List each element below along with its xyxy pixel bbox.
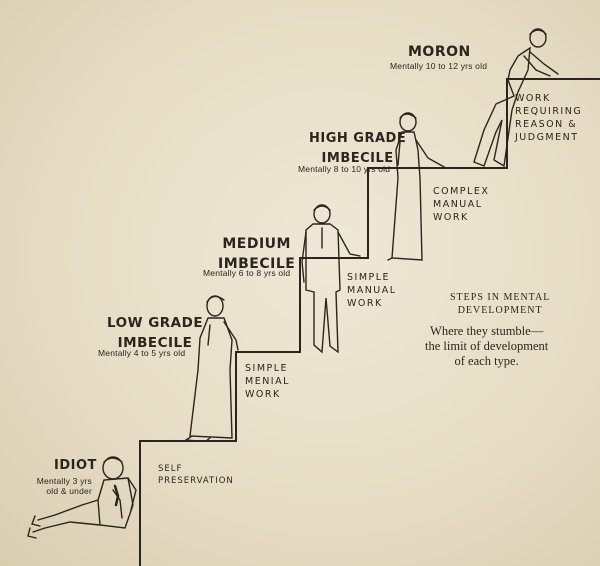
work-line: SIMPLE	[245, 363, 289, 374]
level-title-high-grade-imbecile: HIGH GRADE IMBECILE	[309, 129, 406, 169]
work-line: MANUAL	[433, 199, 483, 210]
staircase	[139, 78, 600, 566]
caption-heading-line-2: DEVELOPMENT	[457, 305, 543, 316]
level-title-line-2: IMBECILE	[117, 335, 193, 351]
caption-heading: STEPS IN MENTAL DEVELOPMENT	[450, 291, 550, 317]
work-line: WORK	[433, 212, 469, 223]
low-grade-imbecile-figure	[183, 295, 239, 442]
caption-heading-line-1: STEPS IN MENTAL	[450, 292, 551, 303]
level-title-line-2: IMBECILE	[218, 256, 296, 272]
moron-figure	[473, 28, 559, 168]
work-line: MANUAL	[347, 285, 397, 296]
caption-body-line-2: the limit of development	[425, 339, 549, 353]
level-title-line-2: IMBECILE	[321, 151, 394, 166]
level-mental-age-medium-imbecile: Mentally 6 to 8 yrs old	[203, 268, 291, 278]
work-line: COMPLEX	[433, 186, 490, 197]
level-title-idiot: IDIOT	[54, 458, 97, 473]
level-title-low-grade-imbecile: LOW GRADE IMBECILE	[107, 313, 203, 353]
work-line: REQUIRING	[515, 106, 583, 117]
level-title-moron: MORON	[408, 44, 471, 60]
work-line: MENIAL	[245, 376, 290, 387]
level-mental-age-high-grade-imbecile: Mentally 8 to 10 yrs old	[298, 164, 391, 174]
work-line: WORK	[245, 389, 281, 400]
work-label-moron: WORK REQUIRING REASON & JUDGMENT	[515, 92, 582, 144]
work-label-medium-imbecile: SIMPLE MANUAL WORK	[347, 271, 397, 310]
level-title-line-1: LOW GRADE	[107, 315, 204, 331]
work-line: WORK	[347, 298, 383, 309]
work-line: JUDGMENT	[515, 132, 579, 143]
work-line: PRESERVATION	[158, 476, 234, 486]
work-line: WORK	[515, 93, 551, 104]
caption-body: Where they stumble— the limit of develop…	[425, 324, 548, 369]
medium-imbecile-figure	[301, 204, 361, 354]
work-line: SIMPLE	[347, 272, 391, 283]
work-line: SELF	[158, 464, 183, 474]
idiot-figure	[27, 456, 137, 539]
high-grade-imbecile-figure	[387, 112, 447, 261]
level-mental-age-idiot: Mentally 3 yrs old & under	[36, 476, 92, 496]
level-title-medium-imbecile: MEDIUM IMBECILE	[218, 234, 295, 274]
work-line: REASON &	[515, 119, 578, 130]
work-label-idiot: SELF PRESERVATION	[158, 463, 234, 487]
level-title-line-1: MEDIUM	[222, 236, 291, 252]
work-label-low-grade-imbecile: SIMPLE MENIAL WORK	[245, 362, 290, 401]
level-mental-age-moron: Mentally 10 to 12 yrs old	[390, 61, 488, 71]
level-title-line-1: HIGH GRADE	[309, 131, 407, 146]
level-mental-age-low-grade-imbecile: Mentally 4 to 5 yrs old	[98, 348, 186, 358]
caption-body-line-3: of each type.	[454, 354, 519, 368]
caption-body-line-1: Where they stumble—	[430, 324, 544, 338]
work-label-high-grade-imbecile: COMPLEX MANUAL WORK	[433, 185, 489, 224]
